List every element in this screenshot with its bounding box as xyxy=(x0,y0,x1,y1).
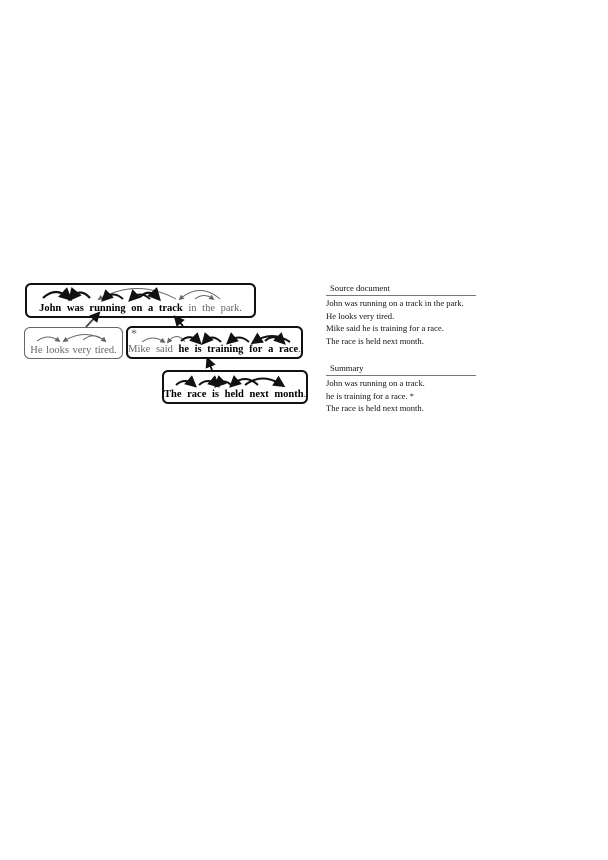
word: tired. xyxy=(94,345,117,356)
word: a xyxy=(147,303,154,314)
word: the xyxy=(202,303,215,314)
word: race xyxy=(278,344,299,355)
selection-marker: * xyxy=(131,326,137,340)
summary-line: he is training for a race. * xyxy=(326,390,415,401)
source-line: Mike said he is training for a race. xyxy=(326,323,444,334)
word: park. xyxy=(220,303,242,314)
word: he xyxy=(178,344,190,355)
word: very xyxy=(72,345,92,356)
sentence-box-4: The race is held next month. xyxy=(162,370,308,404)
sentence-box-2: He looks very tired. xyxy=(24,327,123,359)
sentence-2: He looks very tired. xyxy=(25,345,122,356)
word: next xyxy=(249,389,269,400)
word: is xyxy=(194,344,202,355)
word: He xyxy=(30,345,43,356)
word: on xyxy=(131,303,143,314)
summary-line: John was running on a track. xyxy=(326,377,425,388)
sentence-box-3: * Mike said he is training for a race. xyxy=(126,326,303,359)
word: looks xyxy=(46,345,69,356)
word: training xyxy=(207,344,244,355)
word: running xyxy=(89,303,126,314)
sentence-1: John was running on a track in the park. xyxy=(27,303,254,314)
summary-header: Summary xyxy=(326,362,476,376)
word: month xyxy=(274,389,304,400)
word: race xyxy=(187,389,207,400)
word: track xyxy=(158,303,183,314)
word: a xyxy=(268,344,274,355)
source-line: John was running on a track in the park. xyxy=(326,297,464,308)
word: in xyxy=(188,303,197,314)
link-arrow xyxy=(173,315,185,327)
word: . xyxy=(298,344,301,355)
word: Mike xyxy=(128,344,151,355)
word: . xyxy=(303,389,307,400)
sentence-box-1: John was running on a track in the park. xyxy=(25,283,256,318)
word: was xyxy=(66,303,84,314)
source-line: He looks very tired. xyxy=(326,310,395,321)
link-arrow xyxy=(205,356,216,371)
word: The xyxy=(164,389,182,400)
word: for xyxy=(249,344,263,355)
sentence-4: The race is held next month. xyxy=(164,389,306,400)
source-header: Source document xyxy=(326,282,476,296)
word: said xyxy=(155,344,173,355)
word: is xyxy=(212,389,220,400)
source-line: The race is held next month. xyxy=(326,336,424,347)
word: held xyxy=(224,389,244,400)
text-panel: Source document John was running on a tr… xyxy=(326,282,476,415)
word: John xyxy=(39,303,62,314)
summary-line: The race is held next month. xyxy=(326,403,424,414)
sentence-3: Mike said he is training for a race. xyxy=(128,344,301,355)
